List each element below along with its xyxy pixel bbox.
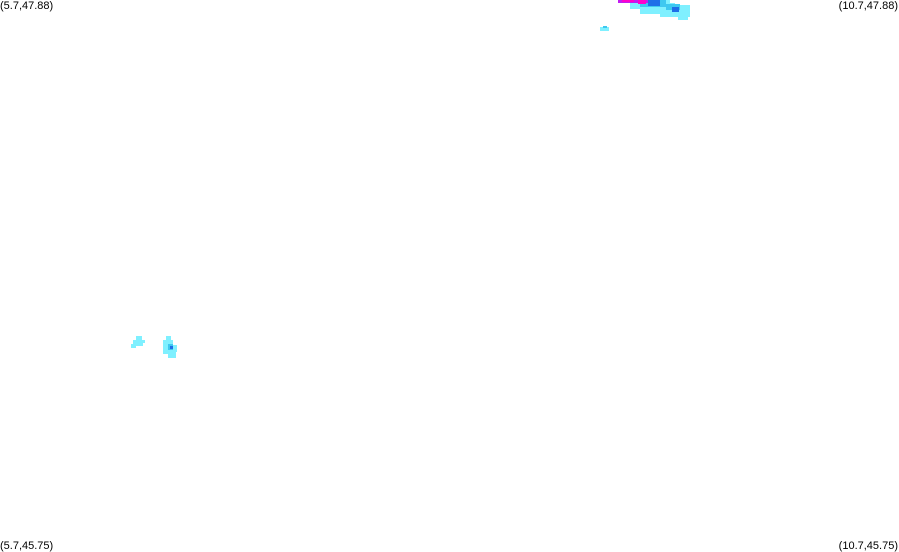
corner-label-top-right: (10.7,47.88) <box>838 0 898 12</box>
radar-cell-southwest-a <box>131 336 145 348</box>
corner-label-bottom-right: (10.7,45.75) <box>838 540 898 552</box>
corner-label-top-left: (5.7,47.88) <box>0 0 54 12</box>
radar-cell-northeast-small <box>600 26 609 31</box>
radar-cell-southwest-b <box>163 336 177 358</box>
radar-cell-northeast <box>618 0 690 20</box>
corner-label-bottom-left: (5.7,45.75) <box>0 540 54 552</box>
